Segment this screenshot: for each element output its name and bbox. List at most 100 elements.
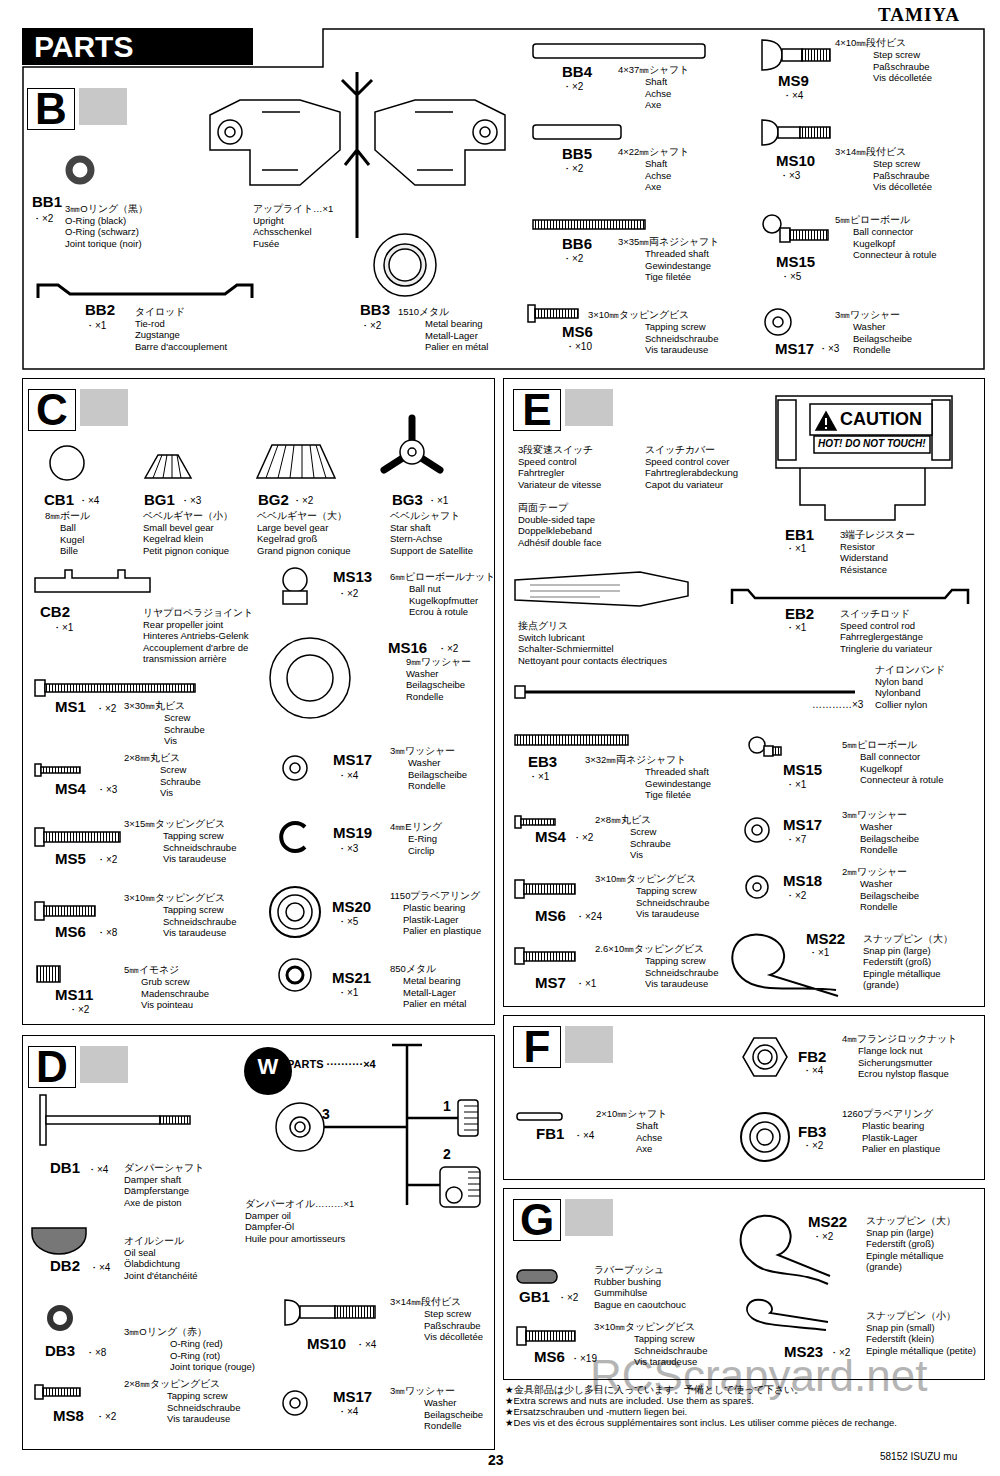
part-code: MS15 (783, 762, 822, 778)
part-description: ダンパーシャフト (124, 1162, 204, 1174)
part-description: Step screw (424, 1308, 471, 1320)
part-description: Zugstange (135, 329, 180, 341)
w-parts-sprue (295, 1122, 305, 1132)
part-description: Epingle métallique (grande) (866, 1250, 981, 1273)
nylon-band (515, 686, 525, 698)
part-description: Bille (60, 545, 78, 557)
part-code: BG3 (392, 492, 423, 508)
part-code: MS6 (535, 908, 566, 924)
part-description: Ecrou à rotule (409, 606, 468, 618)
part-description: 3×15㎜タッピングビス (124, 818, 225, 830)
part-code: BB5 (562, 146, 592, 162)
part-description: Tapping screw (645, 321, 706, 333)
part-description: Small bevel gear (143, 522, 214, 534)
caution-resistor (816, 412, 836, 430)
part-description: Fahrtreglerabdeckung (645, 467, 738, 479)
quantity: ・×3 (779, 170, 800, 182)
part-description: Step screw (873, 158, 920, 170)
plastic-bearing (270, 887, 320, 937)
part-description: アップライト…×1 (253, 203, 333, 215)
part-description: Axe (645, 99, 661, 111)
tapping-screw (43, 1388, 80, 1396)
part-description: Rondelle (860, 901, 898, 913)
tapping-screw (528, 305, 535, 322)
part-description: O-Ring (schwarz) (65, 226, 139, 238)
bevel-gear (153, 455, 181, 478)
part-description: Adhésif double face (518, 537, 601, 549)
part-description: Fahrreglergestänge (840, 631, 923, 643)
parts-illustration (32, 40, 968, 1415)
star-shaft (400, 440, 424, 464)
o-ring-red (50, 1308, 70, 1328)
w-parts-sprue (446, 1187, 462, 1203)
warning-label: HOT! DO NOT TOUCH! (818, 438, 926, 450)
part-description: Screw (160, 764, 186, 776)
part-description: Sicherungsmutter (858, 1057, 932, 1069)
quantity: ・×8 (96, 927, 117, 939)
tapping-screw (35, 1385, 43, 1399)
caution-resistor (776, 396, 952, 468)
part-description: ベベルギヤー（小） (143, 510, 233, 522)
part-code: MS7 (535, 975, 566, 991)
part-description: Paßschraube (873, 61, 930, 73)
part-description: 両面テープ (518, 502, 568, 514)
panel-letter: C (36, 390, 68, 430)
screw (41, 767, 80, 773)
step-screw (285, 1300, 375, 1325)
page-number: 23 (488, 1452, 504, 1468)
ball-nut (283, 568, 307, 592)
part-description: Large bevel gear (257, 522, 328, 534)
plastic-bearing (750, 1122, 780, 1152)
part-description: Rondelle (424, 1420, 462, 1432)
step-screw (762, 40, 782, 70)
part-description: Damper shaft (124, 1174, 181, 1186)
part-description: O-Ring (black) (65, 215, 126, 227)
part-code: BB3 (360, 302, 390, 318)
part-description: Federstift (groß) (866, 1238, 981, 1250)
tapping-screw (517, 1327, 526, 1345)
part-description: 8㎜ボール (45, 510, 90, 522)
part-description: 3×14㎜段付ビス (390, 1296, 461, 1308)
damper-shaft (40, 1095, 190, 1145)
badge-letter: W (244, 1047, 292, 1087)
quantity: ・×4 (87, 1164, 108, 1176)
part-description: 3×30㎜丸ビス (124, 700, 185, 712)
part-description: Speed control rod (840, 620, 915, 632)
caution-resistor (814, 436, 930, 453)
part-description: 4×37㎜シャフト (618, 64, 689, 76)
tapping-screw (44, 906, 95, 916)
part-description: Washer (860, 878, 892, 890)
part-description: 3×35㎜両ネジシャフト (618, 236, 719, 248)
part-description: Beilagscheibe (424, 1409, 483, 1421)
part-description: Kugelkopf (860, 763, 902, 775)
part-description: Schneidschraube (163, 842, 236, 854)
note: ★金具部品は少し多目に入っています。予備として使って下さい。 (505, 1384, 804, 1395)
grease-tube (515, 572, 688, 606)
quantity: ・×2 (572, 832, 593, 844)
quantity: ・×4 (802, 1065, 823, 1077)
part-description: Beilagscheibe (860, 890, 919, 902)
part-description: Achsschenkel (253, 226, 312, 238)
tapping-screw (35, 828, 44, 846)
quantity: ・×5 (780, 271, 801, 283)
washer (283, 1391, 307, 1415)
part-description: 3×10㎜タッピングビス (588, 309, 689, 321)
part-description: Vis décolletée (873, 72, 932, 84)
panel-letter-box: D (28, 1046, 76, 1088)
e-ring (281, 823, 305, 851)
panel-letter: E (522, 390, 551, 430)
part-description: Schneidschraube (634, 1345, 707, 1357)
panel-letter-box: G (513, 1199, 561, 1241)
callout-number: 3 (322, 1106, 330, 1122)
part-description: Threaded shaft (645, 766, 709, 778)
panel-grey-tab (80, 389, 128, 426)
quantity: ・×3 (818, 343, 839, 355)
part-description: Beilagscheibe (406, 679, 465, 691)
panel-grey-tab (565, 1026, 613, 1063)
part-description: Achse (645, 88, 671, 100)
part-description: ベベルギヤー（大） (257, 510, 347, 522)
flange-lock-nut (753, 1045, 777, 1069)
part-description: Flange lock nut (858, 1045, 922, 1057)
part-description: 4㎜Eリング (390, 821, 442, 833)
part-code: MS6 (534, 1349, 565, 1365)
